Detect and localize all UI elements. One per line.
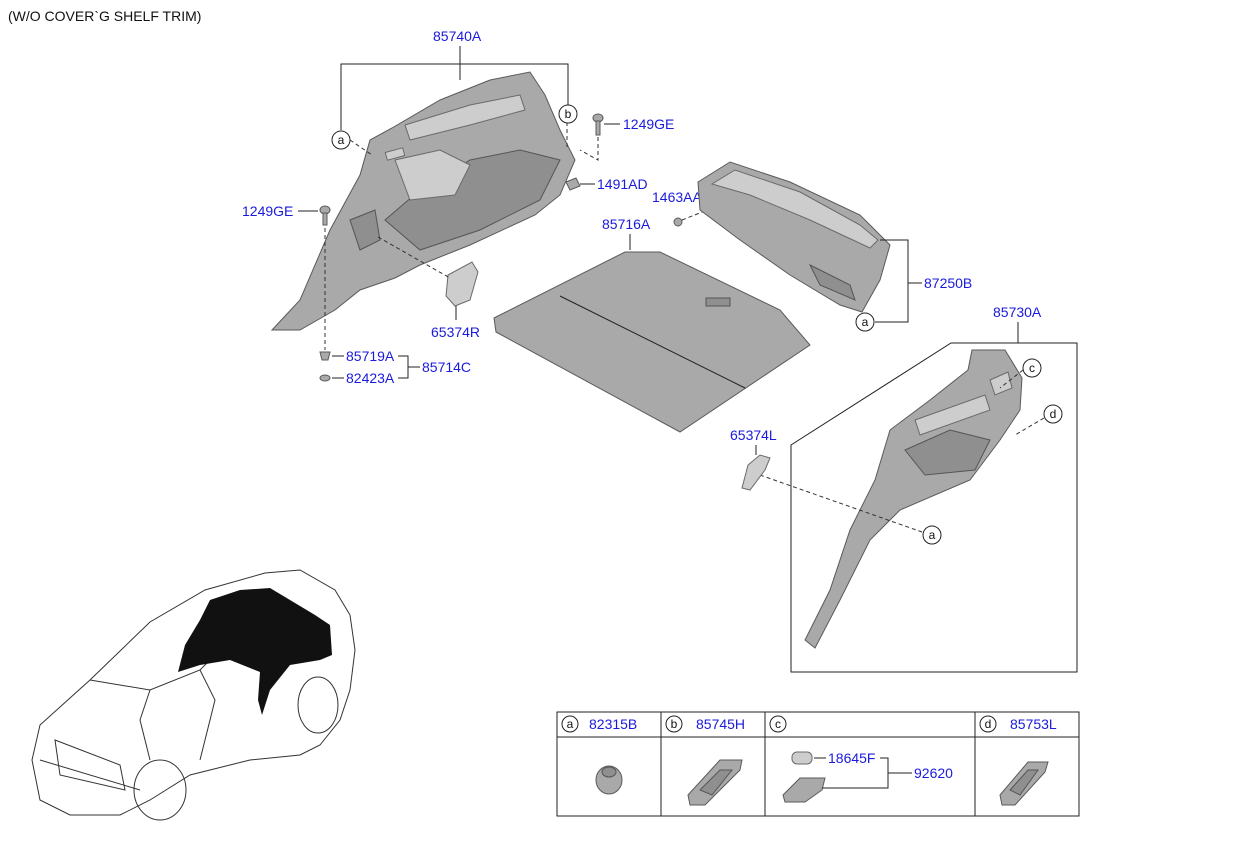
screw-icon bbox=[319, 205, 331, 226]
svg-text:82315B: 82315B bbox=[589, 716, 637, 732]
cover-65374L bbox=[741, 454, 771, 491]
svg-text:d: d bbox=[985, 717, 992, 731]
label-85730A: 85730A bbox=[993, 304, 1042, 320]
label-85740A: 85740A bbox=[433, 28, 482, 44]
svg-text:a: a bbox=[862, 315, 869, 329]
callout-a-lower: a bbox=[922, 525, 942, 545]
callout-a-right: a bbox=[855, 312, 875, 332]
screw-icon bbox=[592, 113, 604, 136]
diagram-title: (W/O COVER`G SHELF TRIM) bbox=[8, 8, 201, 24]
clip-icon bbox=[673, 217, 683, 227]
label-85719A: 85719A bbox=[346, 348, 395, 364]
label-65374R: 65374R bbox=[431, 324, 480, 340]
luggage-board bbox=[493, 251, 811, 433]
label-1249GE-top: 1249GE bbox=[623, 116, 674, 132]
svg-text:85753L: 85753L bbox=[1010, 716, 1057, 732]
vehicle-outline bbox=[31, 569, 356, 821]
label-92620: 92620 bbox=[914, 765, 953, 781]
svg-text:b: b bbox=[671, 717, 678, 731]
label-1249GE-left: 1249GE bbox=[242, 203, 293, 219]
label-82423A: 82423A bbox=[346, 370, 395, 386]
callout-a-left: a bbox=[331, 130, 351, 150]
quarter-trim-left bbox=[804, 349, 1023, 649]
label-85716A: 85716A bbox=[602, 216, 651, 232]
svg-text:c: c bbox=[775, 717, 781, 731]
callout-d: d bbox=[1043, 404, 1063, 424]
svg-text:a: a bbox=[929, 528, 936, 542]
label-65374L: 65374L bbox=[730, 427, 777, 443]
label-18645F: 18645F bbox=[828, 750, 875, 766]
legend-cell-d: d 85753L bbox=[979, 715, 1057, 806]
svg-text:b: b bbox=[565, 107, 572, 121]
svg-text:d: d bbox=[1050, 407, 1057, 421]
quarter-trim-right bbox=[270, 71, 576, 331]
callout-b: b bbox=[558, 104, 578, 124]
label-1491AD: 1491AD bbox=[597, 176, 648, 192]
label-87250B: 87250B bbox=[924, 275, 972, 291]
svg-text:a: a bbox=[338, 133, 345, 147]
legend-cell-a: a 82315B bbox=[561, 715, 637, 795]
legend-cell-b: b 85745H bbox=[665, 715, 745, 806]
fastener-icon bbox=[319, 351, 331, 382]
transverse-trim bbox=[697, 161, 891, 313]
callout-c: c bbox=[1022, 358, 1042, 378]
legend-cell-c: c 18645F 92620 bbox=[769, 715, 953, 803]
svg-text:c: c bbox=[1029, 361, 1035, 375]
svg-text:a: a bbox=[567, 717, 574, 731]
clip-icon bbox=[565, 177, 581, 191]
legend-table: a 82315B b 85745H c 18645F 92620 d 857 bbox=[556, 711, 1080, 817]
label-1463AA: 1463AA bbox=[652, 189, 702, 205]
cover-65374R bbox=[445, 261, 479, 307]
svg-text:85745H: 85745H bbox=[696, 716, 745, 732]
label-85714C: 85714C bbox=[422, 359, 471, 375]
